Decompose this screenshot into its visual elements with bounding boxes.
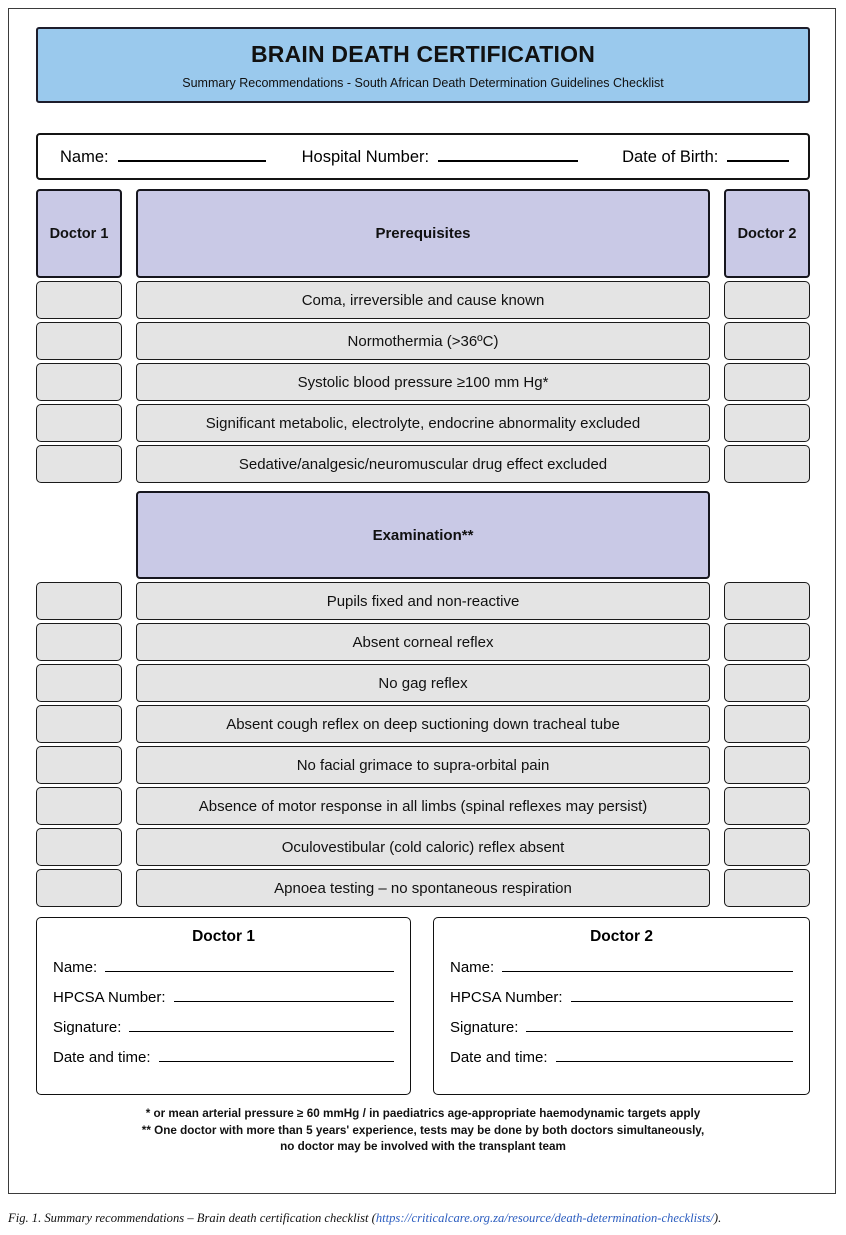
exam-item-1: Absent corneal reflex	[136, 623, 710, 661]
exam-item-6: Oculovestibular (cold caloric) reflex ab…	[136, 828, 710, 866]
doctor1-signature-box: Doctor 1 Name: HPCSA Number: Signature: …	[36, 917, 411, 1095]
doctor2-hpcsa-label: HPCSA Number:	[450, 989, 563, 1006]
exam-checkbox-d2-1[interactable]	[724, 623, 810, 661]
exam-item-7: Apnoea testing – no spontaneous respirat…	[136, 869, 710, 907]
date-of-birth-label: Date of Birth:	[622, 147, 719, 166]
footnote-line-1: ** One doctor with more than 5 years' ex…	[141, 1123, 705, 1137]
prereq-item-0: Coma, irreversible and cause known	[136, 281, 710, 319]
certification-form-page: BRAIN DEATH CERTIFICATION Summary Recomm…	[8, 8, 836, 1194]
prereq-item-3: Significant metabolic, electrolyte, endo…	[136, 404, 710, 442]
doctor2-datetime-label: Date and time:	[450, 1049, 548, 1066]
examination-section-header: Examination**	[136, 491, 710, 579]
figure-caption: Fig. 1. Summary recommendations – Brain …	[8, 1211, 838, 1226]
figure-caption-prefix: Fig. 1. Summary recommendations – Brain …	[8, 1211, 376, 1225]
doctor1-signature-row[interactable]: Signature:	[53, 1019, 394, 1036]
prereq-checkbox-d1-1[interactable]	[36, 322, 122, 360]
prereq-item-1: Normothermia (>36ºC)	[136, 322, 710, 360]
doctor2-signature-input[interactable]	[526, 1019, 793, 1032]
prereq-checkbox-d1-0[interactable]	[36, 281, 122, 319]
prerequisites-doctor1-header: Doctor 1	[36, 189, 122, 278]
prereq-checkbox-d2-2[interactable]	[724, 363, 810, 401]
doctor2-name-label: Name:	[450, 959, 495, 976]
doctor1-datetime-input[interactable]	[158, 1049, 394, 1062]
hospital-number-input[interactable]	[438, 147, 579, 162]
page-subtitle: Summary Recommendations - South African …	[182, 75, 664, 90]
form-title-banner: BRAIN DEATH CERTIFICATION Summary Recomm…	[36, 27, 810, 103]
prereq-checkbox-d2-4[interactable]	[724, 445, 810, 483]
exam-checkbox-d1-1[interactable]	[36, 623, 122, 661]
doctor2-signature-label: Signature:	[450, 1019, 519, 1036]
page-title: BRAIN DEATH CERTIFICATION	[250, 40, 595, 67]
patient-name-label: Name:	[60, 147, 109, 166]
form-inner: BRAIN DEATH CERTIFICATION Summary Recomm…	[9, 9, 837, 1195]
prereq-checkbox-d1-4[interactable]	[36, 445, 122, 483]
exam-checkbox-d2-0[interactable]	[724, 582, 810, 620]
exam-checkbox-d2-7[interactable]	[724, 869, 810, 907]
exam-item-5: Absence of motor response in all limbs (…	[136, 787, 710, 825]
doctor1-signature-input[interactable]	[129, 1019, 394, 1032]
doctor1-hpcsa-label: HPCSA Number:	[53, 989, 166, 1006]
patient-name-field[interactable]: Name:	[60, 147, 266, 167]
prereq-item-4: Sedative/analgesic/neuromuscular drug ef…	[136, 445, 710, 483]
exam-item-4: No facial grimace to supra-orbital pain	[136, 746, 710, 784]
exam-checkbox-d2-4[interactable]	[724, 746, 810, 784]
prereq-checkbox-d1-2[interactable]	[36, 363, 122, 401]
exam-item-0: Pupils fixed and non-reactive	[136, 582, 710, 620]
doctor1-hpcsa-row[interactable]: HPCSA Number:	[53, 989, 394, 1006]
exam-checkbox-d2-3[interactable]	[724, 705, 810, 743]
doctor2-datetime-input[interactable]	[555, 1049, 793, 1062]
exam-checkbox-d2-5[interactable]	[724, 787, 810, 825]
exam-checkbox-d1-5[interactable]	[36, 787, 122, 825]
footnotes-block: * or mean arterial pressure ≥ 60 mmHg / …	[36, 1106, 810, 1156]
exam-item-2: No gag reflex	[136, 664, 710, 702]
doctor1-datetime-row[interactable]: Date and time:	[53, 1049, 394, 1066]
exam-checkbox-d1-4[interactable]	[36, 746, 122, 784]
doctor2-hpcsa-input[interactable]	[570, 989, 793, 1002]
hospital-number-label: Hospital Number:	[301, 147, 430, 166]
exam-checkbox-d1-0[interactable]	[36, 582, 122, 620]
prerequisites-doctor2-header: Doctor 2	[724, 189, 810, 278]
doctor1-signature-title: Doctor 1	[192, 928, 255, 945]
exam-checkbox-d1-7[interactable]	[36, 869, 122, 907]
footnote-line-2: no doctor may be involved with the trans…	[280, 1140, 566, 1153]
doctor2-name-input[interactable]	[502, 959, 793, 972]
exam-checkbox-d1-3[interactable]	[36, 705, 122, 743]
doctor2-hpcsa-row[interactable]: HPCSA Number:	[450, 989, 793, 1006]
exam-checkbox-d2-2[interactable]	[724, 664, 810, 702]
figure-caption-link[interactable]: https://criticalcare.org.za/resource/dea…	[375, 1211, 714, 1225]
date-of-birth-field[interactable]: Date of Birth:	[622, 147, 790, 167]
footnote-line-0: * or mean arterial pressure ≥ 60 mmHg / …	[145, 1107, 701, 1120]
doctor1-name-row[interactable]: Name:	[53, 959, 394, 976]
patient-name-input[interactable]	[117, 147, 266, 162]
doctor1-name-label: Name:	[53, 959, 98, 976]
exam-item-3: Absent cough reflex on deep suctioning d…	[136, 705, 710, 743]
patient-info-bar: Name: Hospital Number: Date of Birth:	[36, 133, 810, 180]
figure-caption-suffix: ).	[713, 1211, 722, 1225]
doctor2-datetime-row[interactable]: Date and time:	[450, 1049, 793, 1066]
doctor2-signature-box: Doctor 2 Name: HPCSA Number: Signature: …	[433, 917, 810, 1095]
prereq-checkbox-d2-1[interactable]	[724, 322, 810, 360]
exam-checkbox-d1-6[interactable]	[36, 828, 122, 866]
doctor1-hpcsa-input[interactable]	[173, 989, 394, 1002]
doctor2-name-row[interactable]: Name:	[450, 959, 793, 976]
exam-checkbox-d1-2[interactable]	[36, 664, 122, 702]
doctor2-signature-row[interactable]: Signature:	[450, 1019, 793, 1036]
prereq-item-2: Systolic blood pressure ≥100 mm Hg*	[136, 363, 710, 401]
prereq-checkbox-d1-3[interactable]	[36, 404, 122, 442]
doctor1-signature-label: Signature:	[53, 1019, 122, 1036]
doctor1-name-input[interactable]	[105, 959, 394, 972]
exam-checkbox-d2-6[interactable]	[724, 828, 810, 866]
date-of-birth-input[interactable]	[727, 147, 790, 162]
hospital-number-field[interactable]: Hospital Number:	[301, 147, 579, 167]
prereq-checkbox-d2-3[interactable]	[724, 404, 810, 442]
doctor2-signature-title: Doctor 2	[590, 928, 653, 945]
doctor1-datetime-label: Date and time:	[53, 1049, 151, 1066]
prerequisites-section-header: Prerequisites	[136, 189, 710, 278]
prereq-checkbox-d2-0[interactable]	[724, 281, 810, 319]
